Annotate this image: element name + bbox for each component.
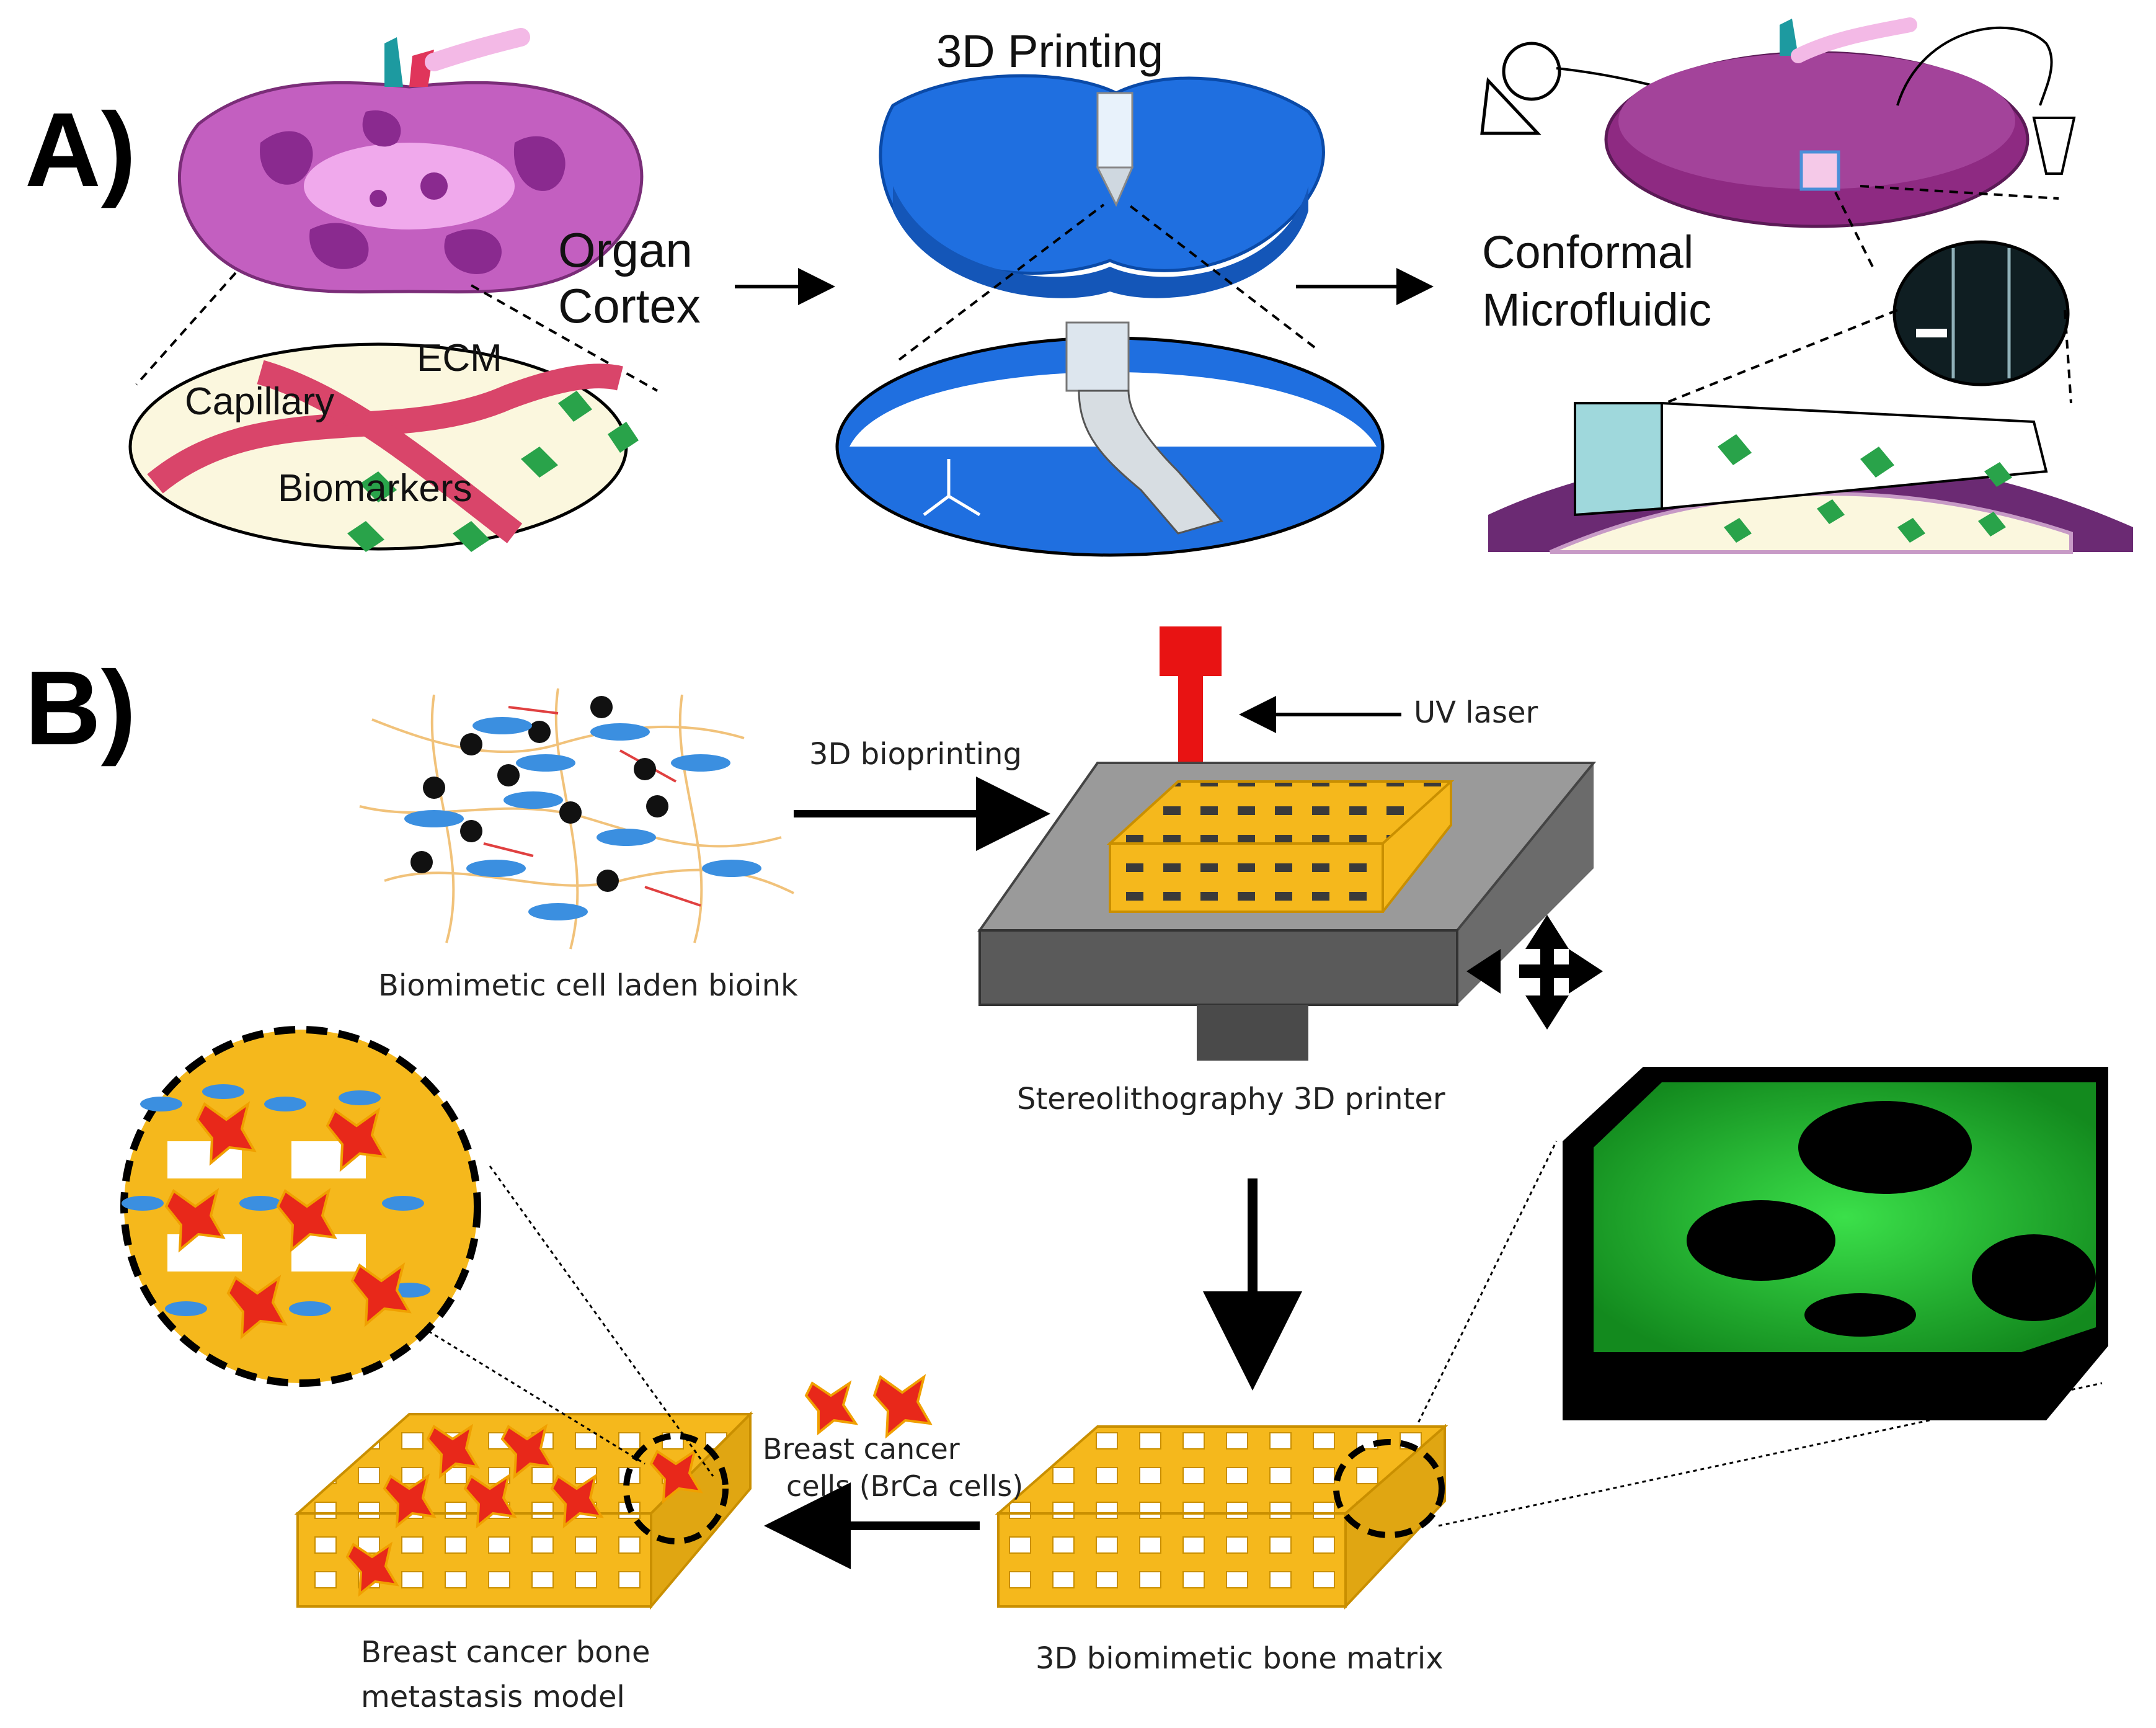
title-3d-printing: 3D Printing <box>936 25 1163 77</box>
micrograph-inset <box>1892 240 2070 386</box>
bone-matrix <box>995 1423 1448 1610</box>
bone-matrix-caption: 3D biomimetic bone matrix <box>1036 1641 1444 1676</box>
print-zoom <box>835 321 1385 557</box>
move-arrows-icon <box>1466 915 1603 1030</box>
metastasis-model <box>294 1411 753 1610</box>
sla-printer <box>977 626 1597 1061</box>
kidney-illustration <box>177 28 644 294</box>
brca-cell-icon <box>804 1380 859 1436</box>
model-caption-line1: Breast cancer bone <box>361 1635 650 1670</box>
bioprinting-label: 3D bioprinting <box>809 737 1022 772</box>
organ-label-line2: Cortex <box>558 278 701 333</box>
uv-laser-label: UV laser <box>1414 695 1538 730</box>
capillary-label: Capillary <box>185 380 334 423</box>
capillary-zoom <box>128 342 639 552</box>
confocal-image <box>1563 1067 2108 1420</box>
conformal-label: Conformal <box>1482 226 1693 278</box>
panel-a-letter: A) <box>25 91 136 209</box>
brca-cell-icon-2 <box>872 1374 933 1439</box>
printer-caption: Stereolithography 3D printer <box>1017 1082 1445 1116</box>
conformal-device <box>1480 17 2076 228</box>
bioink-network <box>359 688 794 950</box>
channel-crosssection <box>1488 401 2133 554</box>
panel-b-letter: B) <box>25 649 136 767</box>
bioink-caption: Biomimetic cell laden bioink <box>378 968 798 1003</box>
brca-label-line2: cells (BrCa cells) <box>786 1469 1023 1503</box>
ecm-label: ECM <box>417 337 502 380</box>
microfluidic-label: Microfluidic <box>1482 284 1711 336</box>
cell-zoom-circle <box>120 1026 481 1387</box>
organ-label-line1: Organ <box>558 223 693 277</box>
brca-label-line1: Breast cancer <box>763 1432 960 1466</box>
model-caption-line2: metastasis model <box>361 1680 625 1714</box>
biomarkers-label: Biomarkers <box>278 467 472 510</box>
printed-organ <box>879 74 1325 298</box>
